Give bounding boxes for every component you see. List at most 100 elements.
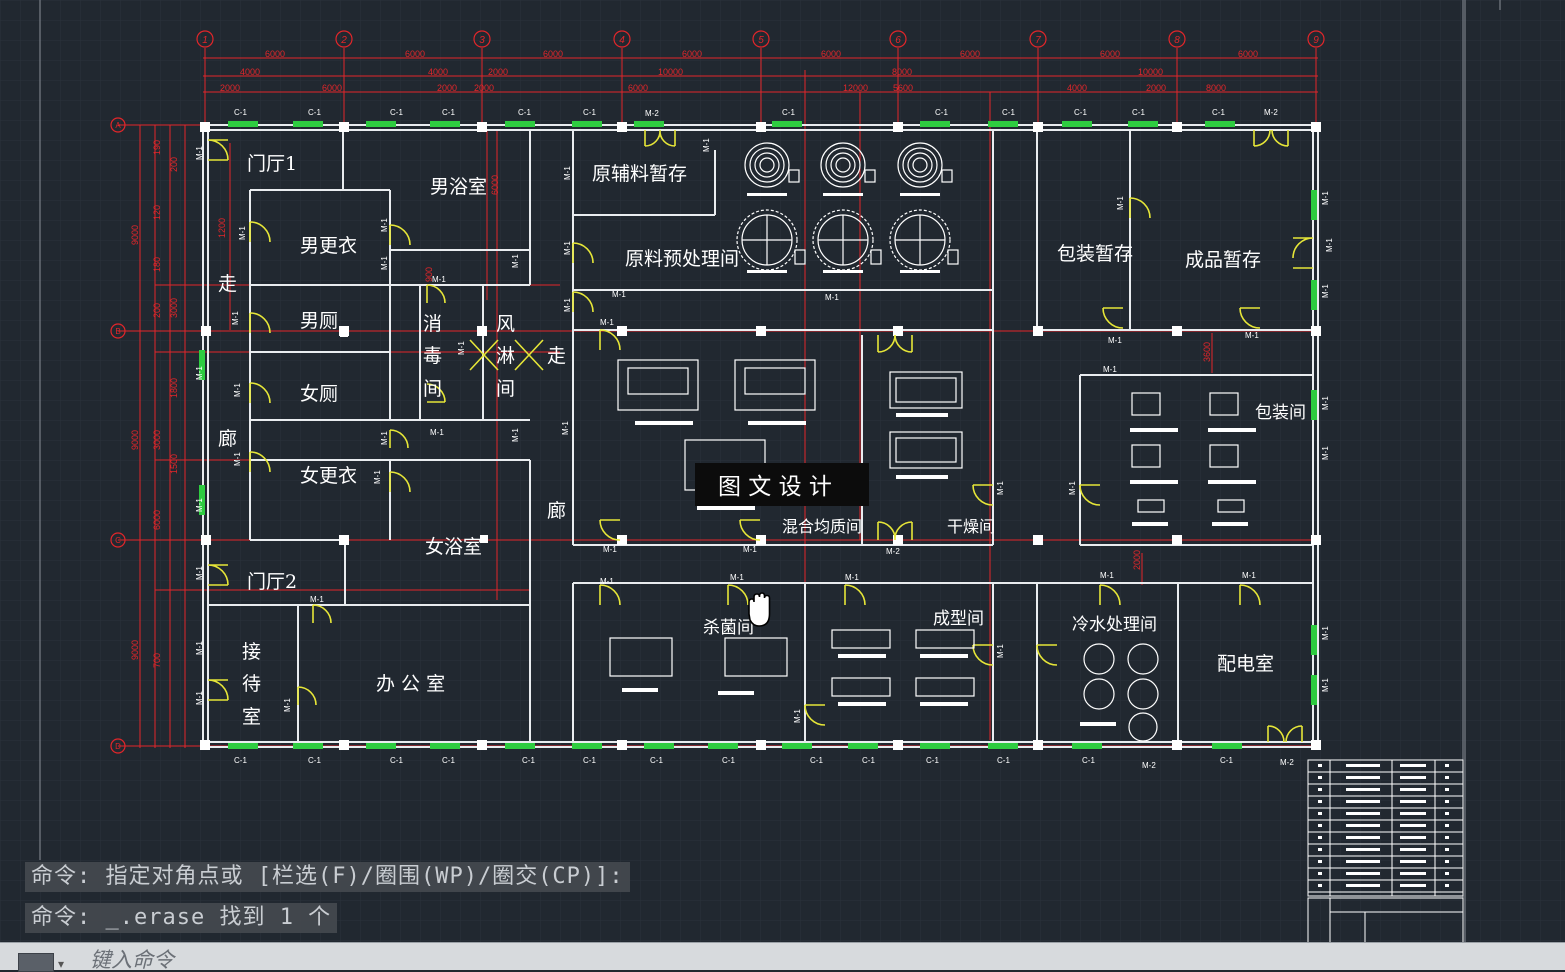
room-women-bath: 女浴室 <box>425 536 482 558</box>
room-disinfect-2: 毒 <box>423 345 442 367</box>
axis-bubble: 9 <box>1307 30 1325 48</box>
window <box>1311 390 1317 420</box>
dimension-text: 9000 <box>130 640 140 660</box>
dimension-text: 200 <box>169 157 179 172</box>
tag-label: M-1 <box>1242 571 1256 580</box>
dimension-text: 10000 <box>1138 67 1163 77</box>
tag-label: M-1 <box>238 226 247 240</box>
window <box>920 121 950 127</box>
window <box>1311 675 1317 705</box>
dimension-text: 10000 <box>658 67 683 77</box>
mixing-tank-icon <box>820 142 876 188</box>
dimension-text: 12000 <box>843 83 868 93</box>
room-pack-storage: 包装暂存 <box>1057 243 1133 265</box>
window <box>293 743 323 749</box>
axis-bubble: B <box>110 323 126 339</box>
column <box>893 122 903 132</box>
dimension-text: 4000 <box>1067 83 1087 93</box>
tag-label: M-1 <box>1108 336 1122 345</box>
command-line-toggle-icon[interactable] <box>18 953 54 972</box>
command-history-line-1: 命令: 指定对角点或 [栏选(F)/圈围(WP)/圈交(CP)]: <box>25 862 630 892</box>
dimension-text: 2000 <box>1146 83 1166 93</box>
svg-text:4: 4 <box>619 35 625 46</box>
dimension-text: 120 <box>152 205 162 220</box>
dimension-text: 6000 <box>682 49 702 59</box>
room-aux-storage: 原辅料暂存 <box>592 163 687 185</box>
dimension-text: 6000 <box>543 49 563 59</box>
axis-bubble: 7 <box>1029 30 1047 48</box>
axis-bubble: 4 <box>613 30 631 48</box>
dimension-text: 3600 <box>1202 342 1212 362</box>
axis-bubble: D <box>110 738 126 754</box>
column <box>201 535 211 545</box>
room-men-toilet: 男厕 <box>300 310 338 332</box>
dimension-text: 8000 <box>892 67 912 77</box>
dimension-text: 4000 <box>428 67 448 77</box>
tag-label: M-1 <box>231 311 240 325</box>
dimension-text: 8000 <box>1206 83 1226 93</box>
window <box>366 743 396 749</box>
tag-label: M-1 <box>702 138 711 152</box>
door-swing <box>1036 644 1058 666</box>
room-cold-water: 冷水处理间 <box>1072 615 1157 635</box>
door-swing <box>877 334 913 353</box>
door-swing <box>207 139 229 161</box>
window <box>505 743 535 749</box>
tag-label: C-1 <box>390 108 403 117</box>
axis-bubble: A <box>110 117 126 133</box>
svg-text:B: B <box>115 327 120 336</box>
dimension-text: 6000 <box>265 49 285 59</box>
dimension-text: 2000 <box>220 83 240 93</box>
chevron-down-icon[interactable]: ▾ <box>58 957 65 971</box>
dimension-text: 1200 <box>217 218 227 238</box>
tag-label: C-1 <box>650 756 663 765</box>
column <box>1311 740 1321 750</box>
air-shower-door <box>469 339 544 371</box>
door-swing <box>426 284 446 304</box>
tag-label: M-1 <box>195 566 204 580</box>
window <box>1072 743 1102 749</box>
column <box>617 326 627 336</box>
tag-label: M-2 <box>1280 758 1294 767</box>
title-block <box>1307 759 1464 949</box>
window <box>772 121 802 127</box>
dimension-text: 6000 <box>490 175 500 195</box>
door-swing <box>727 584 749 606</box>
dimension-text: 2000 <box>488 67 508 77</box>
column <box>477 326 487 336</box>
tag-label: C-1 <box>997 756 1010 765</box>
tag-label: M-1 <box>430 428 444 437</box>
door-swing <box>1239 307 1261 329</box>
tag-label: M-1 <box>380 431 389 445</box>
room-reception-3: 室 <box>242 706 261 728</box>
window <box>708 743 738 749</box>
column <box>1311 122 1321 132</box>
window <box>228 743 258 749</box>
column <box>1033 326 1043 336</box>
command-input[interactable] <box>88 947 1492 972</box>
window <box>1311 625 1317 655</box>
window <box>1205 121 1235 127</box>
column <box>1172 535 1182 545</box>
column <box>1311 535 1321 545</box>
dimension-text: 6000 <box>322 83 342 93</box>
dimension-text: 1500 <box>169 454 179 474</box>
tag-label: M-1 <box>1321 446 1330 460</box>
window <box>293 121 323 127</box>
dimension-text: 9000 <box>130 225 140 245</box>
door-swing <box>297 686 317 706</box>
column <box>617 740 627 750</box>
room-corridor-mid-1: 走 <box>547 345 566 367</box>
door-swing <box>249 451 271 473</box>
command-history-line-2: 命令: _.erase 找到 1 个 <box>25 903 338 933</box>
door-swing <box>1292 237 1314 269</box>
tag-label: M-1 <box>1321 626 1330 640</box>
column <box>617 535 627 545</box>
column <box>1033 740 1043 750</box>
tag-label: M-2 <box>1264 108 1278 117</box>
dimension-text: 6000 <box>628 83 648 93</box>
door-swing <box>644 129 676 147</box>
door-swing <box>389 224 411 246</box>
window <box>199 485 205 515</box>
